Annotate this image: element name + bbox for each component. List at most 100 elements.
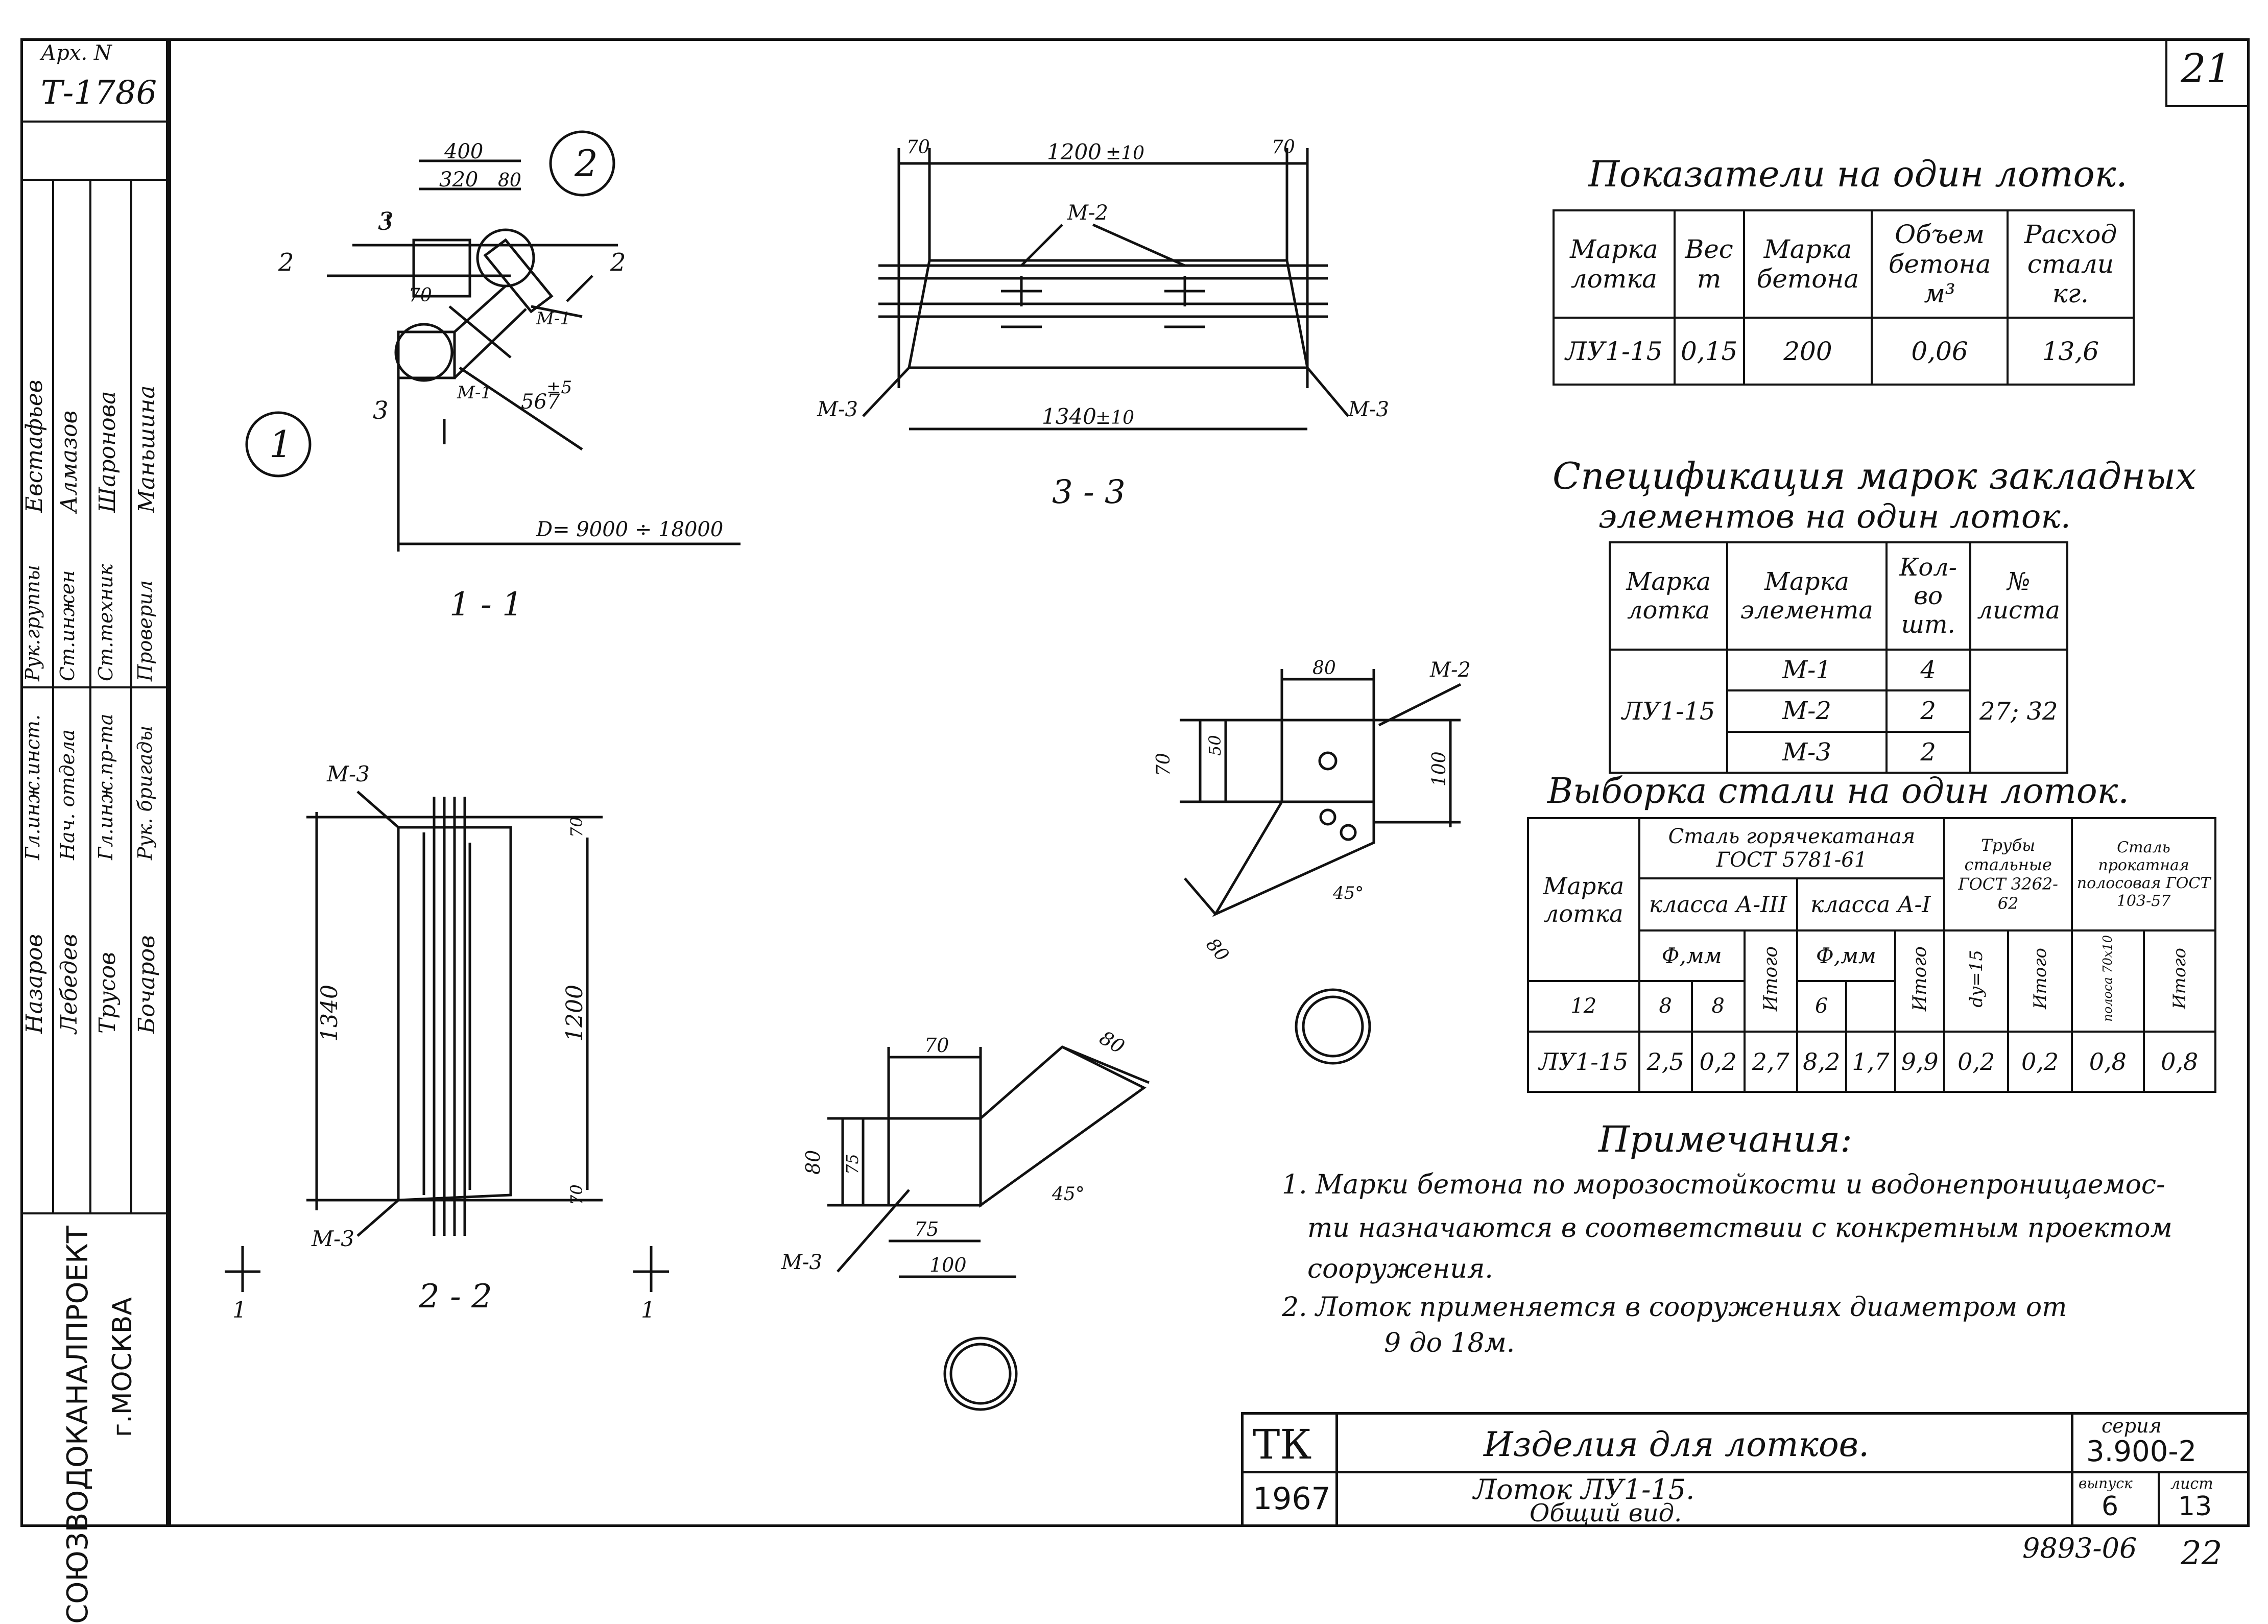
ind-h-steel: Расход стали кг. [2006, 209, 2135, 319]
spec-h-sheet: № листа [1969, 541, 2069, 651]
view11-dim-tol: ±5 [546, 377, 572, 398]
node2-dim-80b: 80 [1202, 934, 1233, 965]
sheet-number-bottom: 22 [2181, 1535, 2223, 1572]
note-2a: 2. Лоток применяется в сооружениях диаме… [1282, 1292, 2067, 1323]
callout-2: 2 [574, 142, 598, 185]
tb-subtitle2: Общий вид. [1530, 1499, 1682, 1527]
view11-dim-400: 400 [444, 140, 483, 163]
steel-h-phi-a3: Ф,мм [1638, 929, 1746, 983]
left-strip [20, 38, 169, 1527]
steel-h-total-pipes: Итого [2007, 929, 2073, 1033]
node1-dim-80b: 80 [802, 1150, 824, 1175]
spec-h-elem: Марка элемента [1726, 541, 1888, 651]
spec-mark: ЛУ1-15 [1608, 649, 1729, 774]
indicators-title: Показатели на один лоток. [1588, 153, 2128, 195]
tb-series: 3.900-2 [2086, 1435, 2197, 1468]
steel-v-8: 0,2 [2007, 1030, 2073, 1093]
steel-sub-8a: 8 [1638, 980, 1693, 1033]
note-1b: ти назначаются в соответствии с конкретн… [1307, 1213, 2172, 1244]
view11-dim-70: 70 [409, 285, 432, 306]
steel-sub-12: 12 [1527, 980, 1640, 1033]
steel-h-dy: dy=15 [1943, 929, 2010, 1033]
spec-sheets: 27; 32 [1969, 649, 2069, 774]
view33-top: 1200 [1047, 139, 1102, 164]
view33-bottom-tol: ±10 [1095, 408, 1134, 428]
node-1 [827, 1045, 1150, 1278]
node1-dim-45: 45° [1052, 1184, 1085, 1205]
node-2 [1180, 669, 1462, 917]
tb-issue: 6 [2102, 1491, 2119, 1522]
steel-h-hot: Сталь горячекатаная ГОСТ 5781-61 [1638, 817, 1946, 880]
steel-sub-8b: 8 [1690, 980, 1746, 1033]
signatures-block: Гл.инж.инст. Нач. отдела Гл.инж.пр-та Ру… [20, 179, 169, 1214]
steel-v-2: 0,2 [1690, 1030, 1746, 1093]
view11-cut3a: 3 [378, 207, 394, 236]
steel-total-a3-label: Итого [1760, 946, 1781, 1011]
sheet-number-top: 21 [2181, 46, 2232, 92]
tb-sheet: 13 [2178, 1491, 2212, 1522]
view11-dim-567: 567 [521, 390, 560, 414]
view33-side-b: 70 [1272, 137, 1295, 158]
node2-dim-50: 50 [1205, 735, 1225, 756]
steel-h-total-a1: Итого [1894, 929, 1946, 1033]
node1-dim-75a: 75 [843, 1154, 862, 1175]
view22-small-a: 70 [567, 817, 586, 838]
ind-mark: ЛУ1-15 [1553, 317, 1676, 386]
sheet-number-box [2165, 38, 2250, 107]
footer-code: 9893-06 [2022, 1532, 2137, 1564]
steel-v-7: 0,2 [1943, 1030, 2010, 1093]
view11-m1a: M-1 [536, 308, 571, 329]
steel-h-total-strip: Итого [2142, 929, 2216, 1033]
ind-h-weight: Вес т [1673, 209, 1745, 319]
spec-elem-2: М-3 [1726, 730, 1888, 774]
tb-title: Изделия для лотков. [1484, 1425, 1870, 1464]
steel-sub-6: 6 [1796, 980, 1847, 1033]
spec-title-line1: Спецификация марок закладных [1553, 455, 2197, 497]
steel-total-a1-label: Итого [1909, 946, 1930, 1011]
view33-side-a: 70 [906, 137, 930, 158]
title-block: ТК 1967 Изделия для лотков. Лоток ЛУ1-15… [1241, 1412, 2250, 1527]
steel-v-5: 1,7 [1845, 1030, 1897, 1093]
steel-v-10: 0,8 [2142, 1030, 2216, 1093]
spec-title-line2: элементов на один лоток. [1598, 498, 2071, 536]
steel-h-a3: класса А-III [1638, 877, 1798, 932]
view-2-2 [225, 791, 669, 1292]
spec-qty-0: 4 [1885, 648, 1971, 692]
view33-label: 3 - 3 [1052, 473, 1126, 511]
view11-d-text: D= 9000 ÷ 18000 [536, 518, 723, 541]
spec-h-qty: Кол-во шт. [1885, 541, 1971, 651]
archive-box: Арх. N Т-1786 [20, 38, 169, 123]
node1-dim-70: 70 [924, 1034, 949, 1057]
view11-dim-320: 320 [439, 168, 478, 192]
ind-weight: 0,15 [1673, 317, 1745, 386]
tb-subtitle1: Лоток ЛУ1-15. [1473, 1473, 1695, 1506]
steel-v-6: 9,9 [1894, 1030, 1946, 1093]
view22-h-right: 1200 [562, 985, 588, 1042]
view33-bottom: 1340 [1042, 404, 1096, 429]
view11-m1b: M-1 [457, 383, 492, 403]
steel-h-a1: класса А-I [1796, 877, 1946, 932]
steel-table: Марка лотка Сталь горячекатаная ГОСТ 578… [1527, 817, 2216, 1093]
archive-number: Т-1786 [41, 74, 157, 112]
ind-h-mark: Марка лотка [1553, 209, 1676, 319]
steel-h-phi-a1: Ф,мм [1796, 929, 1897, 983]
spec-qty-1: 2 [1885, 689, 1971, 733]
indicators-table: Марка лотка Вес т Марка бетона Объем бет… [1553, 209, 2135, 386]
steel-v-1: 2,5 [1638, 1030, 1693, 1093]
view22-cut-a: 1 [232, 1297, 247, 1323]
steel-h-pipes: Трубы стальные ГОСТ 3262-62 [1943, 817, 2073, 932]
steel-v-3: 2,7 [1743, 1030, 1798, 1093]
callout-1: 1 [269, 423, 293, 466]
spec-table: Марка лотка Марка элемента Кол-во шт. № … [1608, 541, 2069, 774]
node2-m2: M-2 [1429, 658, 1471, 682]
note-2b: 9 до 18м. [1384, 1328, 1515, 1358]
node1-dim-100: 100 [929, 1254, 967, 1276]
view11-cut3b: 3 [373, 396, 389, 425]
steel-v-4: 8,2 [1796, 1030, 1847, 1093]
node2-dim-70: 70 [1153, 753, 1174, 776]
notes-title: Примечания: [1598, 1118, 1852, 1160]
spec-qty-2: 2 [1885, 730, 1971, 774]
steel-h-strip: Сталь прокатная полосовая ГОСТ 103-57 [2071, 817, 2216, 932]
drawings-svg: 2 1 400 320 80 70 567 ±5 M-1 M-1 3 3 2 2… [225, 130, 1471, 1411]
steel-dy-label: dy=15 [1966, 949, 1987, 1008]
